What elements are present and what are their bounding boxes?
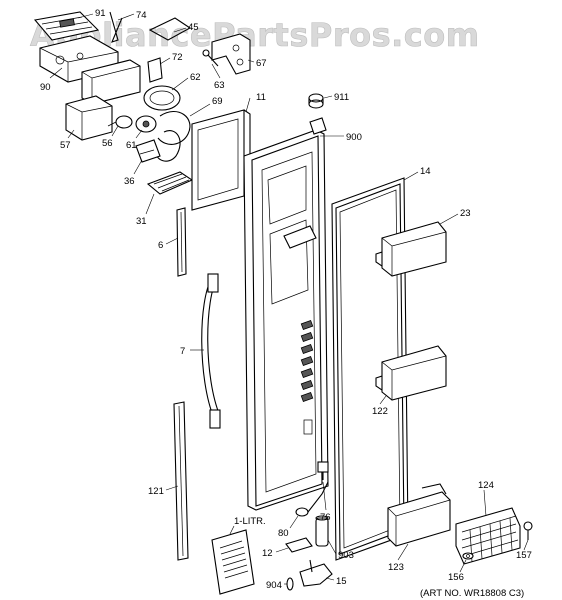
callout-903: 903	[338, 550, 354, 561]
callout-11: 11	[256, 92, 266, 103]
callout-45: 45	[188, 22, 199, 33]
part-11-dispenser-frame	[191, 109, 251, 211]
part-69-auger	[155, 110, 191, 162]
callout-23: 23	[460, 208, 471, 219]
part-31-drip-tray	[146, 171, 194, 195]
callout-62: 62	[190, 72, 201, 83]
callout-14: 14	[420, 166, 431, 177]
callout-91: 91	[95, 8, 106, 19]
part-123-door-bin	[387, 483, 451, 547]
part-61-cam	[135, 115, 157, 133]
callout-156: 156	[448, 572, 464, 583]
callout-1-litr: 1-LITR.	[234, 516, 266, 527]
leader-lines	[49, 13, 529, 585]
part-7-handle	[201, 273, 221, 429]
callout-36: 36	[124, 176, 135, 187]
callout-123: 123	[388, 562, 404, 573]
callout-57: 57	[60, 140, 71, 151]
part-122-door-bin	[375, 345, 447, 401]
part-12-spout	[285, 537, 313, 553]
part-80-water-tube	[295, 481, 329, 517]
part-904-light-bulb	[286, 577, 294, 591]
callout-121: 121	[148, 486, 164, 497]
part-45-bracket	[148, 17, 192, 41]
callout-7: 7	[180, 346, 185, 357]
callout-911: 911	[334, 92, 349, 103]
part-57-motor-box	[65, 95, 113, 141]
callout-15: 15	[336, 576, 347, 587]
part-121-long-trim	[173, 401, 189, 561]
callout-157: 157	[516, 550, 532, 561]
callout-67: 67	[256, 58, 267, 69]
callout-56: 56	[102, 138, 113, 149]
callout-80: 80	[278, 528, 289, 539]
part-900-freezer-door	[243, 117, 329, 511]
callout-72: 72	[172, 52, 183, 63]
callout-61: 61	[126, 140, 137, 151]
part-1-litr-literature	[211, 529, 255, 595]
callout-124: 124	[478, 480, 494, 491]
callout-6: 6	[158, 240, 163, 251]
part-72-clip	[147, 57, 163, 83]
callout-90: 90	[40, 82, 51, 93]
part-157-screw	[523, 521, 533, 540]
part-156-nut	[462, 552, 474, 560]
callout-904: 904	[266, 580, 282, 591]
part-76-fitting	[317, 461, 329, 480]
callout-labels: 91 74 45 90 72 67 63 62 57 56 61 69 36 3…	[40, 8, 532, 591]
part-23-door-bin	[375, 221, 447, 277]
part-56-small-motor	[107, 115, 133, 129]
ice-maker-assembly	[33, 11, 251, 195]
part-911-hinge-cap	[308, 93, 324, 109]
callout-74: 74	[136, 10, 147, 21]
part-15-spout-housing	[299, 559, 333, 587]
callout-69: 69	[212, 96, 223, 107]
part-6-trim-strip	[176, 207, 187, 277]
part-62-ring	[143, 85, 181, 111]
callout-31: 31	[136, 216, 147, 227]
art-number: (ART NO. WR18808 C3)	[420, 588, 524, 599]
part-67-hinge-bracket	[211, 33, 251, 75]
callout-63: 63	[214, 80, 225, 91]
part-74-wire	[109, 11, 123, 43]
part-124-wire-basket	[455, 507, 521, 565]
part-36-switch	[135, 139, 161, 163]
callout-76: 76	[320, 512, 331, 523]
callout-12: 12	[262, 548, 273, 559]
callout-900: 900	[346, 132, 362, 143]
part-903-filter	[315, 515, 329, 547]
callout-122: 122	[372, 406, 388, 417]
part-91-control-panel	[33, 11, 100, 41]
part-63-screw	[202, 49, 219, 67]
